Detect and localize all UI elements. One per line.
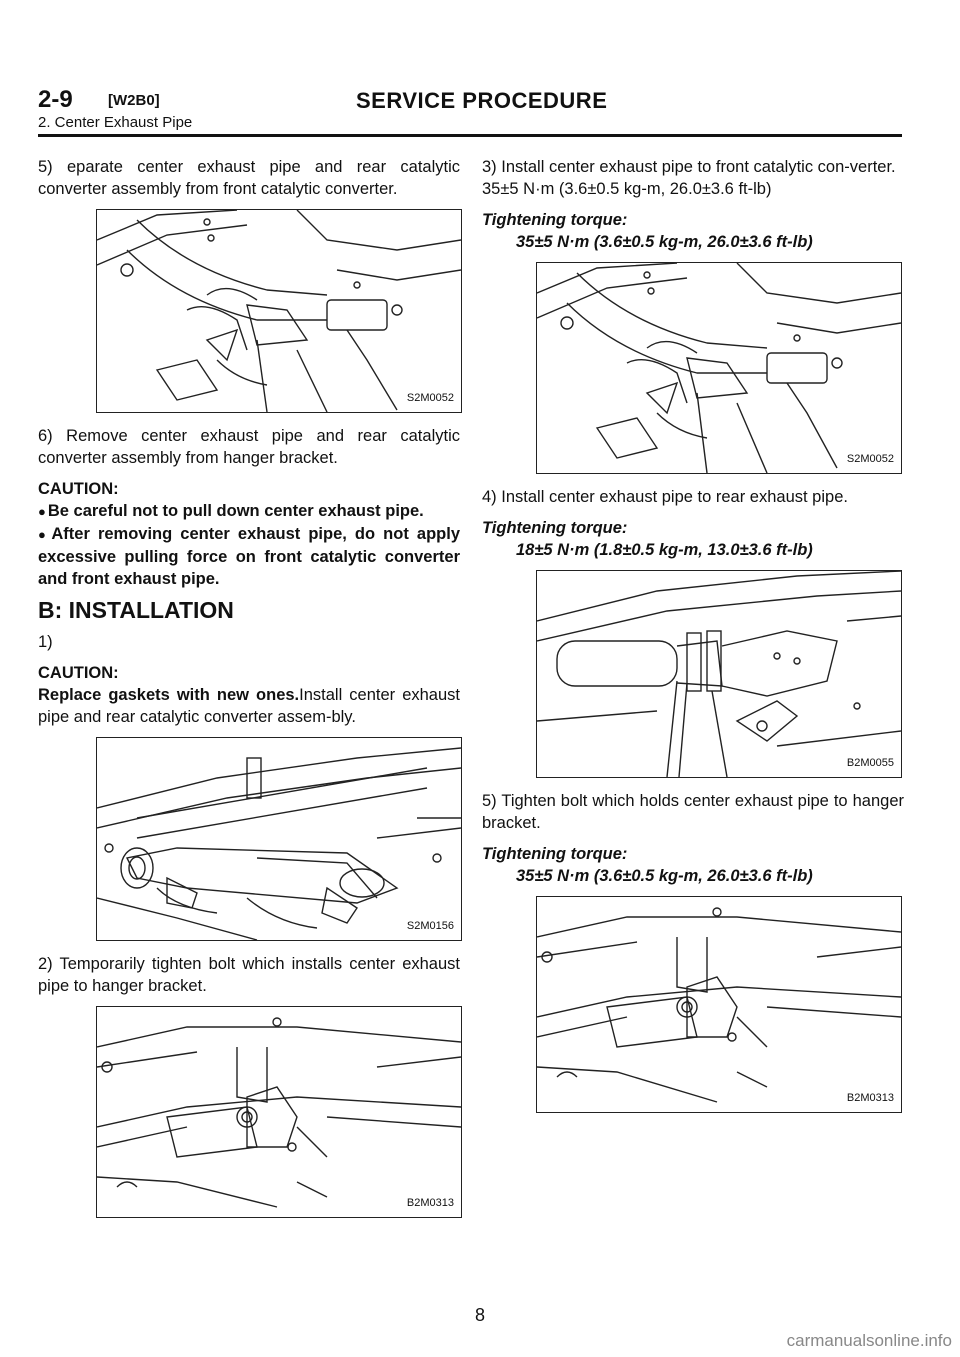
figure-install-pipe: S2M0156 xyxy=(96,737,462,941)
caution-item-2-text: After removing center exhaust pipe, do n… xyxy=(38,525,460,588)
caution-label: CAUTION: xyxy=(38,480,119,498)
figure-separate-pipe: S2M0052 xyxy=(96,209,462,413)
figure-illustration xyxy=(97,747,461,940)
page-title: SERVICE PROCEDURE xyxy=(356,88,608,113)
page-number: 8 xyxy=(474,1305,485,1325)
figure-front-catalytic: S2M0052 xyxy=(536,262,902,474)
torque-label-1: Tightening torque: xyxy=(482,211,628,229)
step-1-text: 1) xyxy=(38,633,53,651)
right-column: 3) Install center exhaust pipe to front … xyxy=(482,156,904,1125)
figure-code: B2M0313 xyxy=(404,1192,456,1214)
figure-code: S2M0052 xyxy=(844,448,896,470)
section-ref: [W2B0] xyxy=(108,92,160,109)
torque-value-3: 35±5 N·m (3.6±0.5 kg-m, 26.0±3.6 ft-lb) xyxy=(516,867,813,885)
figure-code: S2M0052 xyxy=(404,387,456,409)
caution-item-1: ●Be careful not to pull down center exha… xyxy=(38,500,460,523)
caution-item-1-text: Be careful not to pull down center exhau… xyxy=(47,502,424,520)
figure-code: S2M0156 xyxy=(404,915,456,937)
section-code: 2-9 xyxy=(38,86,73,113)
left-column: 5) eparate center exhaust pipe and rear … xyxy=(38,156,462,1230)
caution-replace-text: Replace gaskets with new ones. xyxy=(38,686,300,704)
install-instruction-text: Install center exhaust pipe and rear cat… xyxy=(38,686,460,726)
section-heading: B: INSTALLATION xyxy=(38,597,234,623)
figure-illustration xyxy=(97,1017,461,1208)
torque-label-3: Tightening torque: xyxy=(482,845,628,863)
header-rule xyxy=(38,134,902,137)
watermark: carmanualsonline.info xyxy=(786,1331,952,1350)
step-2-text: 2) Temporarily tighten bolt which instal… xyxy=(38,955,460,995)
step-3-torque: 35±5 N·m (3.6±0.5 kg-m, 26.0±3.6 ft-lb) xyxy=(482,180,772,198)
page-subtitle: 2. Center Exhaust Pipe xyxy=(38,114,193,131)
figure-illustration xyxy=(537,571,901,777)
figure-code: B2M0055 xyxy=(844,752,896,774)
torque-label-2: Tightening torque: xyxy=(482,519,628,537)
bullet-icon: ● xyxy=(38,527,50,542)
install-text: Replace gaskets with new ones.Install ce… xyxy=(38,684,460,728)
figure-rear-exhaust: B2M0055 xyxy=(536,570,902,778)
step-4-text: 4) Install center exhaust pipe to rear e… xyxy=(482,488,848,506)
step-6-text: 6) Remove center exhaust pipe and rear c… xyxy=(38,427,460,467)
step-5-text: 5) eparate center exhaust pipe and rear … xyxy=(38,158,460,198)
torque-value-2: 18±5 N·m (1.8±0.5 kg-m, 13.0±3.6 ft-lb) xyxy=(516,541,813,559)
figure-hanger-bracket: B2M0313 xyxy=(96,1006,462,1218)
caution-label-2: CAUTION: xyxy=(38,664,119,682)
figure-illustration xyxy=(97,210,461,412)
figure-illustration xyxy=(537,907,901,1103)
figure-illustration xyxy=(537,263,901,473)
bullet-icon: ● xyxy=(38,504,46,519)
torque-value-1: 35±5 N·m (3.6±0.5 kg-m, 26.0±3.6 ft-lb) xyxy=(516,233,813,251)
step-5-right-text: 5) Tighten bolt which holds center exhau… xyxy=(482,792,904,832)
caution-item-2: ●After removing center exhaust pipe, do … xyxy=(38,523,460,590)
step-3-text: 3) Install center exhaust pipe to front … xyxy=(482,158,896,176)
figure-code: B2M0313 xyxy=(844,1087,896,1109)
figure-hanger-bolt: B2M0313 xyxy=(536,896,902,1113)
